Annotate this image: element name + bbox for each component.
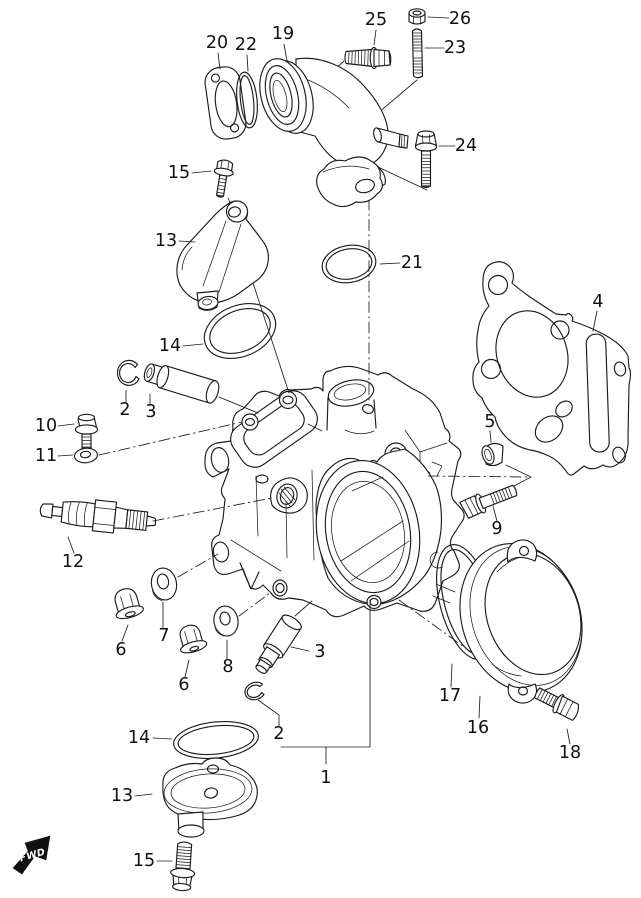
callout-6-right-label: 6 [178, 675, 189, 695]
washer-left [150, 567, 178, 601]
cap-nut-left [114, 588, 144, 620]
fwd-direction-badge: FWD [12, 835, 51, 875]
callout-5-label: 5 [484, 412, 495, 432]
callout-13-bottom-label: 13 [111, 786, 133, 806]
valve-guide-upper [143, 363, 220, 404]
callout-3-upper-label: 3 [145, 402, 156, 422]
callout-20-label: 20 [206, 33, 228, 53]
callout-16: 16 [467, 695, 489, 738]
callout-6-left: 6 [115, 624, 129, 660]
hex-nut [408, 8, 426, 25]
valve-guide-lower [255, 614, 302, 674]
callout-9: 9 [491, 505, 503, 539]
callout-13-top-label: 13 [155, 231, 177, 251]
cover-bolt-bottom [170, 841, 196, 892]
callout-8: 8 [222, 639, 234, 677]
side-flange-bolt [459, 484, 518, 519]
callout-17-label: 17 [439, 686, 461, 706]
sealing-washer [73, 447, 99, 464]
head-oring [321, 244, 377, 284]
callout-19-label: 19 [272, 24, 294, 44]
dowel-pin [481, 442, 504, 467]
cylinder-head-body [204, 365, 465, 618]
callout-14-bottom-label: 14 [128, 728, 150, 748]
callout-17: 17 [439, 663, 461, 706]
callouts: 1 2 2 3 3 4 5 6 6 7 8 9 10 11 12 13 13 1… [35, 9, 604, 871]
callout-8-label: 8 [222, 657, 233, 677]
cover-bolt-top [213, 159, 234, 198]
callout-14-top-label: 14 [159, 336, 181, 356]
callout-2-lower: 2 [257, 699, 285, 744]
callout-5: 5 [484, 412, 496, 443]
callout-15-bottom-label: 15 [133, 851, 155, 871]
callout-6-right: 6 [178, 659, 190, 695]
fwd-label: FWD [18, 847, 46, 865]
small-flange-bolt [74, 413, 99, 451]
callout-25: 25 [365, 10, 387, 46]
callout-15-top-label: 15 [168, 163, 190, 183]
callout-2-upper: 2 [119, 389, 131, 420]
callout-7: 7 [158, 601, 170, 646]
circlip-lower [244, 681, 265, 701]
washer-right [213, 605, 239, 637]
callout-4: 4 [592, 292, 604, 332]
callout-15-top: 15 [168, 163, 212, 183]
callout-3-upper: 3 [145, 393, 157, 422]
callout-24: 24 [438, 136, 477, 156]
callout-14-bottom: 14 [128, 728, 173, 748]
callout-21: 21 [379, 253, 423, 273]
round-side-cover [459, 539, 583, 704]
callout-4-label: 4 [592, 292, 603, 312]
cover-gasket-top [203, 303, 277, 359]
circlip-upper [116, 359, 140, 386]
callout-1: 1 [280, 599, 371, 788]
intake-flange-plate [204, 66, 247, 140]
callout-10: 10 [35, 416, 75, 436]
callout-26-label: 26 [449, 9, 471, 29]
callout-23: 23 [424, 38, 466, 58]
callout-10-label: 10 [35, 416, 57, 436]
head-gasket [472, 261, 632, 476]
callout-12: 12 [62, 536, 84, 572]
callout-24-label: 24 [455, 136, 477, 156]
cover-gasket-bottom [173, 720, 259, 760]
callout-23-label: 23 [444, 38, 466, 58]
callout-2-upper-label: 2 [119, 400, 130, 420]
callout-16-label: 16 [467, 718, 489, 738]
callout-18-label: 18 [559, 743, 581, 763]
callout-9-label: 9 [491, 519, 502, 539]
stud-bolt [411, 28, 424, 79]
intake-flange-bolt [344, 46, 392, 70]
callout-21-label: 21 [401, 253, 423, 273]
intake-flange-oring [236, 71, 258, 129]
callout-26: 26 [427, 9, 471, 29]
intake-mount-bolt [414, 130, 438, 189]
intake-pipe [259, 57, 409, 208]
callout-12-label: 12 [62, 552, 84, 572]
callout-20: 20 [206, 33, 228, 70]
callout-7-label: 7 [158, 626, 169, 646]
callout-6-left-label: 6 [115, 640, 126, 660]
callout-19: 19 [272, 24, 294, 62]
callout-13-top: 13 [155, 231, 196, 251]
callout-15-bottom: 15 [133, 851, 173, 871]
side-cover-bolt [534, 687, 580, 721]
spark-plug [39, 499, 157, 534]
inspection-cover-top [176, 200, 269, 311]
callout-11-label: 11 [35, 446, 57, 466]
callout-25-label: 25 [365, 10, 387, 30]
callout-18: 18 [559, 728, 581, 763]
callout-22-label: 22 [235, 35, 257, 55]
callout-3-lower-label: 3 [314, 642, 325, 662]
cap-nut-right [179, 624, 208, 654]
callout-14-top: 14 [159, 336, 204, 356]
callout-22: 22 [235, 35, 257, 72]
callout-1-label: 1 [320, 768, 331, 788]
callout-11: 11 [35, 446, 74, 466]
callout-3-lower: 3 [290, 642, 326, 662]
callout-2-lower-label: 2 [273, 724, 284, 744]
callout-13-bottom: 13 [111, 786, 153, 806]
inspection-cover-bottom [162, 757, 258, 838]
